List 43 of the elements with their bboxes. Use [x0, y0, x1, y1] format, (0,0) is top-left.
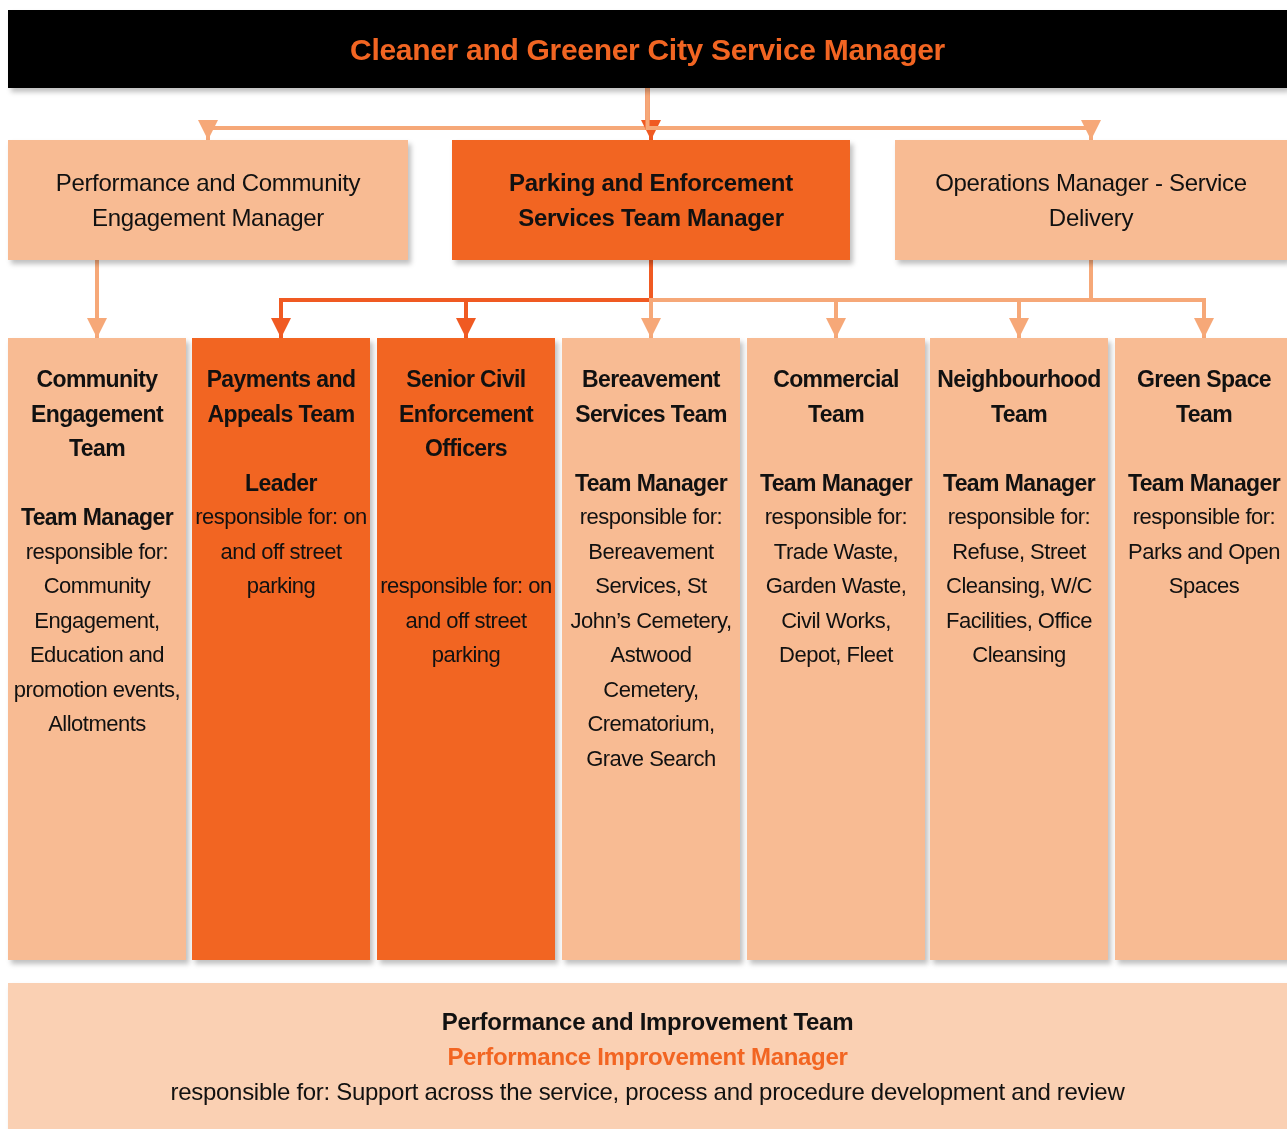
role-title: Parking and Enforcement Services Team Manager [508, 168, 794, 233]
role-title: Team Manager [19, 503, 175, 532]
role-title: Operations Manager - Service Delivery [934, 168, 1248, 233]
arrow [87, 260, 107, 338]
role-title: Performance Improvement Manager [447, 1041, 848, 1072]
team-column [192, 338, 370, 960]
team-column [8, 338, 186, 960]
team-title: Payments and Appeals Team [205, 365, 357, 429]
chart-title: Cleaner and Greener City Service Manager [350, 31, 945, 67]
team-column [747, 338, 925, 960]
responsibility-text: responsible for: on and off street parking [379, 572, 553, 669]
title-bar [8, 10, 1287, 88]
team-column [377, 338, 555, 960]
manager-box [452, 140, 850, 260]
team-title: Commercial Team [772, 365, 900, 429]
team-column [1115, 338, 1287, 960]
team-title: Community Engagement Team [30, 365, 165, 463]
role-title: Leader [244, 468, 318, 498]
team-title: Bereavement Services Team [574, 365, 728, 429]
role-title: Team Manager [573, 468, 729, 498]
manager-box [895, 140, 1287, 260]
team-title: Senior Civil Enforcement Officers [398, 365, 535, 463]
team-column [562, 338, 740, 960]
responsibility-text: responsible for: Refuse, Street Cleansing, W/C Facilities, Office Cleansing [945, 503, 1093, 669]
role-title: Performance and Community Engagement Manager [54, 168, 362, 233]
role-title: Team Manager [758, 468, 914, 498]
team-column [930, 338, 1108, 960]
arrow [645, 88, 1101, 140]
arrow [456, 260, 653, 338]
team-title: Green Space Team [1136, 365, 1272, 429]
responsibility-text: responsible for: Community Engagement, Education and promotion events, Allotments [12, 537, 182, 738]
responsibility-text: responsible for: on and off street parking [194, 503, 368, 600]
manager-box [8, 140, 408, 260]
team-title: Neighbourhood Team [936, 365, 1102, 429]
arrow [1089, 260, 1214, 338]
team-title: Performance and Improvement Team [441, 1006, 854, 1037]
role-title: Team Manager [1126, 468, 1282, 498]
responsibility-text: responsible for: Parks and Open Spaces [1127, 503, 1281, 600]
responsibility-text: responsible for: Support across the service, process and procedure development and review [170, 1076, 1125, 1107]
responsibility-text: responsible for: Trade Waste, Garden Waste, Civil Works, Depot, Fleet [763, 503, 909, 669]
responsibility-text: responsible for: Bereavement Services, St John’s Cemetery, Astwood Cemetery, Crematorium, Grave Search [569, 503, 733, 773]
role-title: Team Manager [941, 468, 1097, 498]
team-box [8, 983, 1287, 1129]
